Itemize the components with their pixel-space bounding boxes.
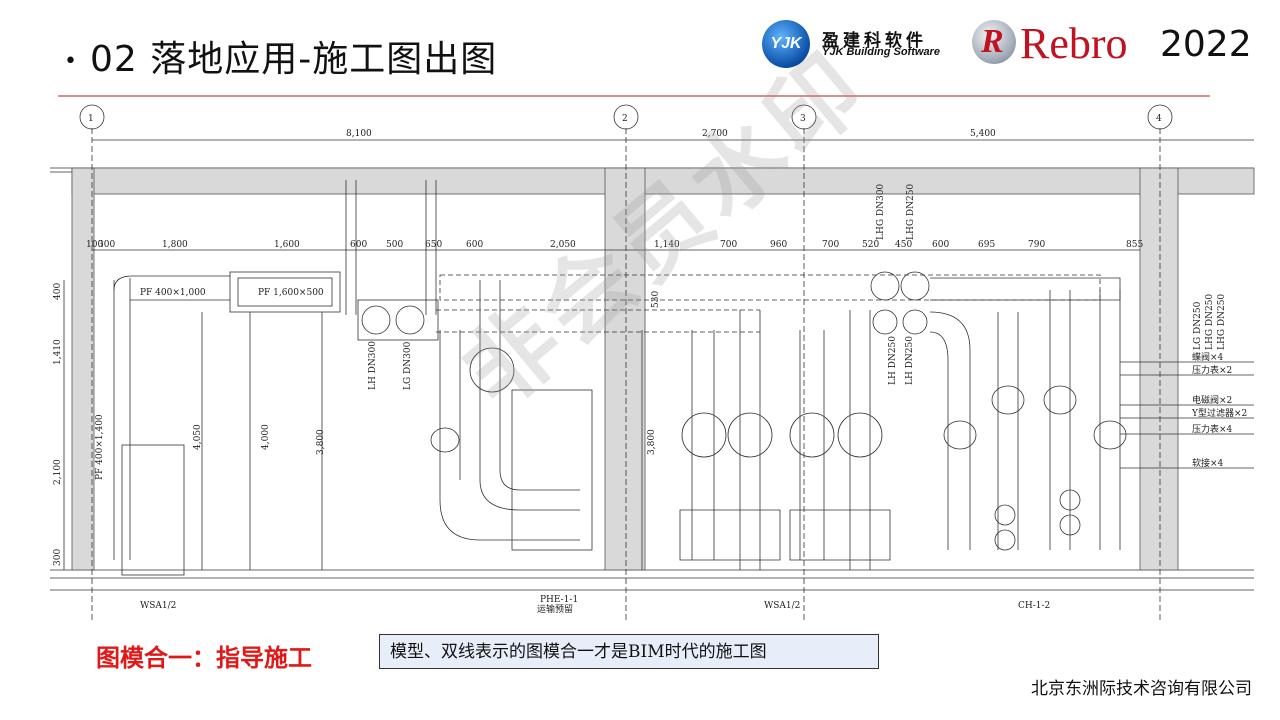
legend-item: 软接×4 [1192,457,1224,469]
bottom-label: CH-1-2 [1018,601,1050,611]
top-dim: 520 [862,240,879,250]
pipe-label: LH DN250 [888,336,898,385]
top-dim: 100 [86,240,103,250]
top-dim: 650 [425,240,442,250]
legend-item: 压力表×4 [1192,423,1233,435]
pipe-label: LHG DN300 [876,184,886,240]
duct-label: PF 400×1,400 [95,414,105,480]
header-divider [58,95,1210,97]
legend-item: Y型过滤器×2 [1191,407,1247,419]
left-dim: 1,410 [53,339,63,365]
title-text: 02 落地应用-施工图出图 [89,39,498,80]
yjk-name-cn: 盈建科软件 [822,31,927,51]
pipe-label: LHG DN250 [1217,294,1227,350]
legend-item: 压力表×2 [1192,364,1232,376]
top-dim: 2,050 [550,240,576,250]
top-dim: 700 [822,240,839,250]
top-dim: 600 [932,240,949,250]
top-dim: 600 [466,240,483,250]
company-name: 北京东洲际技术咨询有限公司 [1031,679,1252,699]
grid-label-1: 1 [88,114,94,124]
height-label: 3,800 [647,429,657,455]
pipe-label: LHG DN250 [906,184,916,240]
grid-dim-3: 5,400 [970,129,996,139]
note-box: 模型、双线表示的图模合一才是BIM时代的施工图 [379,634,879,669]
misc-dim: 530 [651,291,661,308]
top-dim: 500 [386,240,403,250]
bottom-label: PHE-1-1 [540,595,578,605]
grid-dim-1: 8,100 [346,129,372,139]
left-dim: 300 [53,549,63,566]
rebro-logo-letter: R [981,23,1004,60]
height-label: 4,050 [193,424,203,450]
left-dim: 400 [53,283,63,300]
yjk-name-en: YJK Building Software [822,46,940,58]
duct-label: PF 1,600×500 [258,288,324,298]
legend-item: 电磁阀×2 [1192,394,1232,406]
height-label: 3,800 [316,429,326,455]
pipe-label: LH DN250 [905,336,915,385]
pipe-label: LHG DN250 [1205,294,1215,350]
pipe-label: LH DN300 [368,341,378,390]
top-dim: 790 [1028,240,1045,250]
title-bullet: • [64,48,78,74]
height-label: 4,000 [261,424,271,450]
bottom-label: WSA1/2 [764,601,800,611]
bottom-label: WSA1/2 [140,601,176,611]
grid-dim-2: 2,700 [702,129,728,139]
grid-label-3: 3 [800,114,806,124]
rebro-logo-icon: R [972,20,1016,64]
bottom-label: 运输预留 [537,603,573,615]
construction-drawing: 1 2 3 4 8,100 2,700 5,400 100 300 1,800 … [50,104,1255,620]
top-dim: 300 [98,240,115,250]
top-dim: 695 [978,240,995,250]
duct-label: PF 400×1,000 [140,288,206,298]
top-dim: 600 [350,240,367,250]
legend-item: 蝶阀×4 [1192,351,1224,363]
left-dim: 2,100 [53,459,63,485]
page-title: • 02 落地应用-施工图出图 [64,30,497,82]
top-dim: 1,800 [162,240,188,250]
grid-label-2: 2 [622,114,628,124]
top-dim: 700 [720,240,737,250]
top-dim: 1,140 [654,240,680,250]
caption: 图模合一：指导施工 [96,644,312,672]
grid-label-4: 4 [1156,114,1162,124]
yjk-logo-icon: YJK [762,20,810,68]
year: 2022 [1160,24,1252,65]
top-dim: 450 [895,240,912,250]
top-dim: 855 [1126,240,1143,250]
top-dim: 1,600 [274,240,300,250]
rebro-name: Rebro [1020,19,1128,68]
pipe-label: LG DN250 [1193,301,1203,350]
pipe-label: LG DN300 [403,341,413,390]
top-dim: 960 [770,240,787,250]
